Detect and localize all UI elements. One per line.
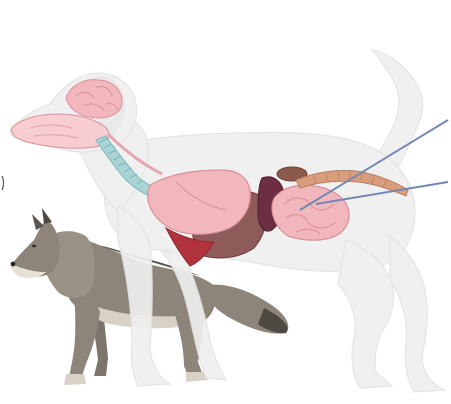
wolf-nose [11, 262, 16, 267]
wolf-eye [32, 245, 36, 248]
edge-mark [2, 176, 4, 190]
wolf-ear-back [42, 208, 52, 224]
wolf-near-front-paw [64, 374, 86, 385]
dog-hind-leg-far [390, 236, 444, 392]
wolf-near-front-leg [68, 290, 100, 382]
